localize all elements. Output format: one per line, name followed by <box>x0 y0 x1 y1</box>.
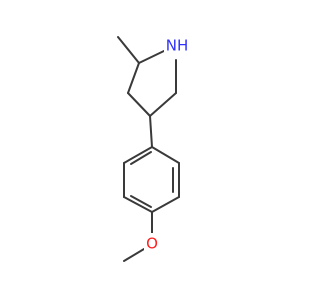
bond-c4-ipso <box>149 115 153 148</box>
molecule-diagram: NH O <box>117 34 190 262</box>
bond-ring-double-3 <box>130 151 152 165</box>
bond-ring-3 <box>151 196 180 213</box>
bond-methyl-c2 <box>117 36 140 64</box>
bond-ring-double-2 <box>130 195 152 208</box>
bond-ring-4 <box>123 196 153 213</box>
bond-group <box>117 36 180 262</box>
nh-atom-label: NH <box>166 37 189 55</box>
atom-label-group: NH O <box>144 34 190 255</box>
bond-c2-n <box>138 49 167 64</box>
structure-svg: NH O <box>117 34 190 262</box>
bond-c4-c3 <box>127 92 151 117</box>
bond-ring-6 <box>123 146 153 164</box>
bond-c5-c4 <box>149 92 177 117</box>
bond-ring-1 <box>151 146 180 164</box>
bond-c3-c2 <box>127 62 140 94</box>
oxygen-atom-label: O <box>146 235 158 253</box>
bond-o-methyl <box>123 248 145 262</box>
